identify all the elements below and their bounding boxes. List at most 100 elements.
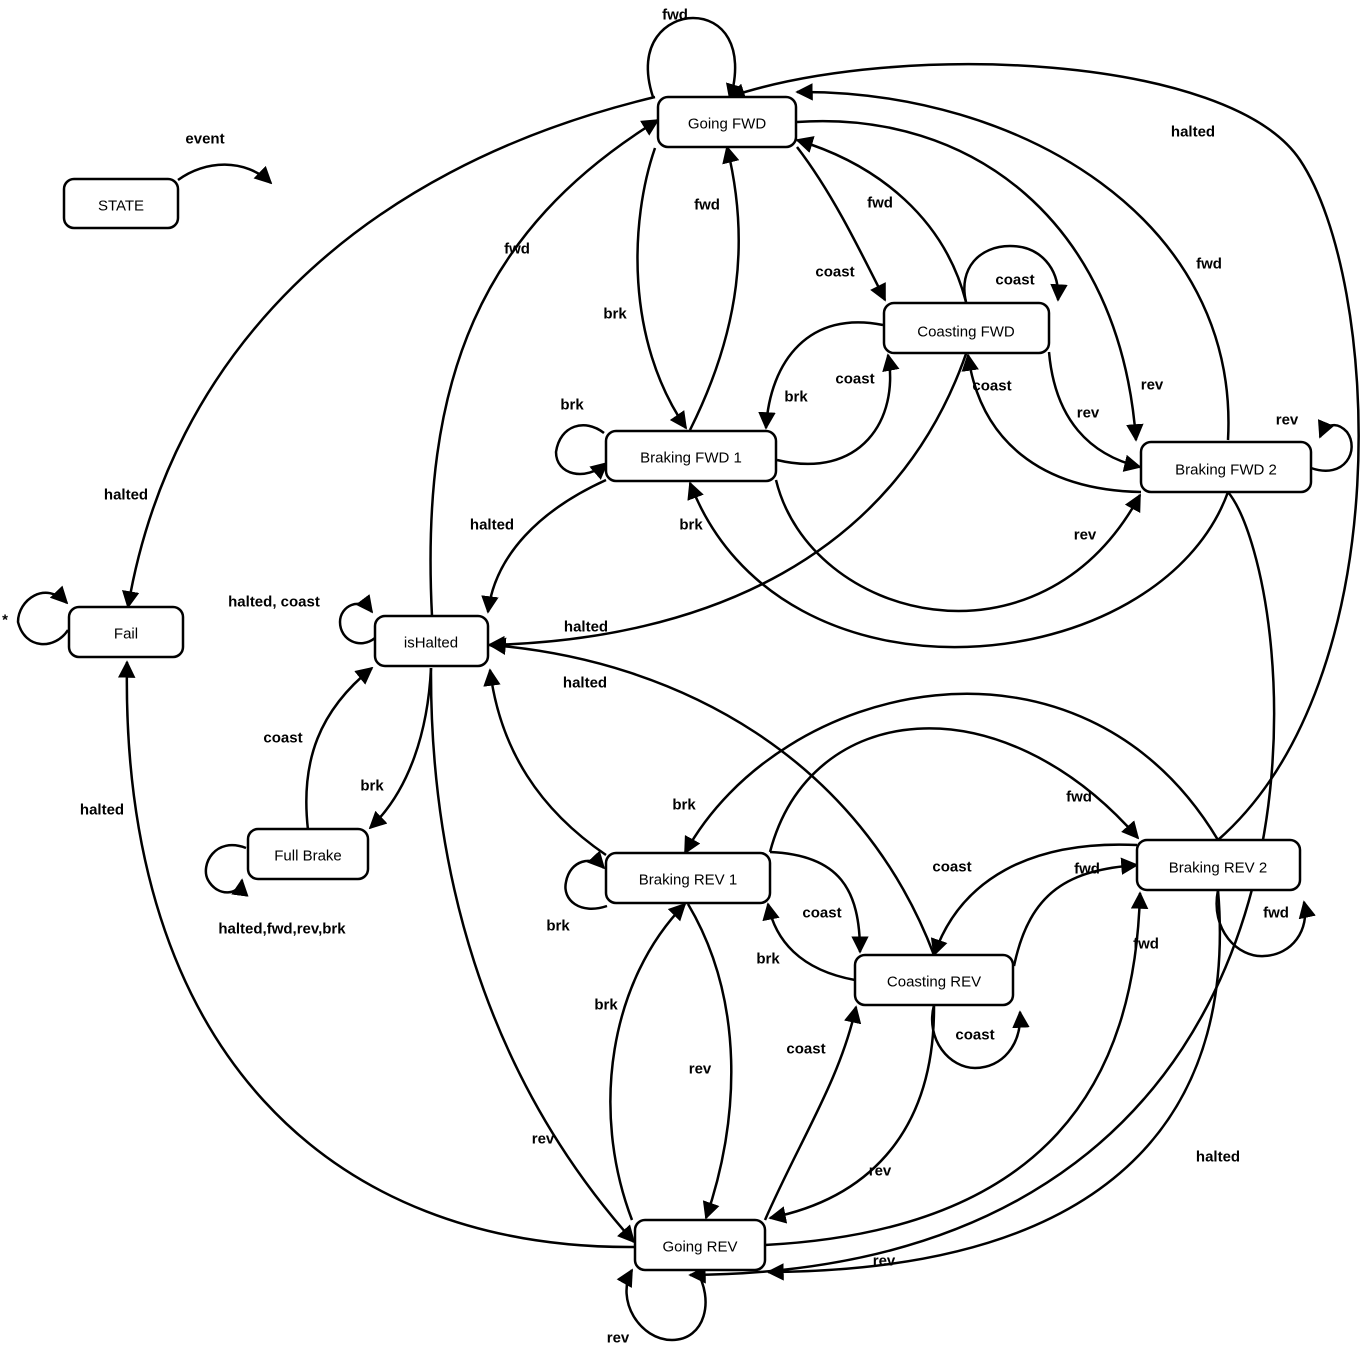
state-fail: Fail: [67, 605, 185, 659]
label-braking-rev1-self: brk: [546, 918, 570, 935]
state-coasting-fwd-label: Coasting FWD: [917, 324, 1015, 341]
legend-state-node: STATE: [62, 177, 180, 230]
edge-braking-fwd2-to-going-fwd: [795, 83, 1230, 441]
label-going-fwd-coast: coast: [815, 264, 854, 281]
label-braking-rev2-rev: rev: [873, 1253, 896, 1270]
edge-braking-rev1-to-braking-rev2: [768, 727, 1140, 853]
edge-coasting-rev-to-braking-rev1: [762, 902, 856, 982]
label-coasting-rev-rev: rev: [869, 1163, 892, 1180]
legend-event-label: event: [185, 131, 224, 148]
edge-braking-fwd1-to-ishalted: [481, 478, 607, 614]
state-braking-fwd-2: Braking FWD 2: [1139, 440, 1313, 494]
edge-going-rev-to-braking-rev2: [764, 891, 1149, 1247]
edge-ishalted-to-full-brake: [368, 667, 433, 830]
label-coasting-rev-halted: halted: [563, 675, 607, 692]
edge-going-rev-to-coasting-rev: [763, 1005, 862, 1221]
state-braking-rev-2-label: Braking REV 2: [1169, 860, 1267, 877]
label-coasting-fwd-brk: brk: [784, 389, 808, 406]
edge-coasting-fwd-to-ishalted: [487, 341, 972, 654]
edges: [16, 16, 1360, 1342]
state-coasting-rev: Coasting REV: [853, 953, 1015, 1007]
label-going-rev-coast: coast: [786, 1041, 825, 1058]
edge-braking-rev1-to-ishalted: [483, 668, 607, 857]
label-braking-fwd1-self: brk: [560, 397, 584, 414]
label-coasting-rev-fwd: fwd: [1074, 861, 1100, 878]
label-braking-rev1-rev: rev: [689, 1061, 712, 1078]
state-is-halted: isHalted: [373, 614, 490, 668]
state-fail-label: Fail: [114, 626, 138, 643]
edge-going-rev-to-braking-rev1: [609, 902, 687, 1221]
edge-full-brake-self: [204, 844, 249, 897]
edge-braking-rev2-to-braking-rev1: [683, 692, 1220, 855]
label-going-rev-fwd: fwd: [1133, 936, 1159, 953]
label-coasting-fwd-self: coast: [995, 272, 1034, 289]
state-braking-rev-1-label: Braking REV 1: [639, 872, 737, 889]
legend-state-label: STATE: [98, 198, 144, 215]
edge-ishalted-to-going-fwd: [429, 118, 660, 617]
legend-arrow: [177, 163, 273, 185]
edge-full-brake-to-ishalted: [305, 666, 374, 831]
label-fail-self: *: [2, 612, 8, 629]
label-going-fwd-halted: halted: [104, 487, 148, 504]
state-braking-fwd-1-label: Braking FWD 1: [640, 450, 742, 467]
label-going-fwd-brk: brk: [603, 306, 627, 323]
state-full-brake: Full Brake: [246, 827, 370, 881]
edge-braking-fwd1-to-coasting-fwd: [776, 353, 900, 466]
edge-going-fwd-to-braking-fwd1: [636, 147, 688, 430]
state-braking-fwd-1: Braking FWD 1: [604, 429, 778, 483]
edge-braking-fwd2-self-rev: [1310, 419, 1353, 472]
label-ishalted-fwd: fwd: [504, 241, 530, 258]
edge-going-fwd-to-braking-fwd2: [796, 119, 1144, 442]
edge-coasting-rev-to-braking-rev2: [1012, 857, 1139, 967]
label-braking-fwd2-coast: coast: [972, 378, 1011, 395]
edge-braking-fwd2-to-braking-fwd1: [687, 481, 1230, 649]
state-is-halted-label: isHalted: [404, 635, 458, 652]
label-braking-rev2-self: fwd: [1263, 905, 1289, 922]
edge-braking-rev1-to-going-rev: [686, 903, 733, 1220]
label-going-fwd-self: fwd: [662, 7, 688, 24]
edge-braking-fwd1-to-going-fwd: [688, 145, 740, 431]
edge-coasting-fwd-to-braking-fwd1: [758, 321, 884, 430]
label-braking-rev2-brk: brk: [672, 797, 696, 814]
label-braking-rev2-halted-upper: halted: [1171, 124, 1215, 141]
label-ishalted-brk: brk: [360, 778, 384, 795]
edge-coasting-rev-to-going-rev: [768, 1004, 936, 1224]
state-coasting-rev-label: Coasting REV: [887, 974, 981, 991]
state-full-brake-label: Full Brake: [274, 848, 342, 865]
label-going-fwd-rev: rev: [1141, 377, 1164, 394]
edge-going-fwd-to-coasting-fwd: [796, 146, 887, 302]
label-braking-fwd2-halted: halted: [1196, 1149, 1240, 1166]
label-braking-fwd1-fwd: fwd: [694, 197, 720, 214]
edge-ishalted-self-halted-coast: [338, 594, 376, 645]
label-braking-rev1-fwd: fwd: [1066, 789, 1092, 806]
edge-braking-fwd2-to-going-rev: [688, 491, 1276, 1284]
states: STATE Going FWD Coasting FWD Braking FWD…: [62, 95, 1313, 1272]
label-coasting-fwd-halted: halted: [564, 619, 608, 636]
label-going-rev-brk: brk: [594, 997, 618, 1014]
edge-braking-fwd1-to-braking-fwd2: [774, 479, 1142, 613]
edge-labels: event fwd halted fwd fwd fwd fwd coast c…: [2, 7, 1299, 1347]
state-braking-fwd-2-label: Braking FWD 2: [1175, 462, 1277, 479]
label-going-rev-self: rev: [607, 1330, 630, 1347]
edge-braking-fwd1-self-brk: [554, 424, 609, 480]
edge-braking-rev1-to-coasting-rev: [769, 850, 869, 954]
label-braking-fwd1-rev: rev: [1074, 527, 1097, 544]
label-coasting-fwd-fwd: fwd: [867, 195, 893, 212]
edge-coasting-fwd-to-braking-fwd2: [1047, 351, 1142, 472]
label-coasting-fwd-rev: rev: [1077, 405, 1100, 422]
state-braking-rev-2: Braking REV 2: [1135, 838, 1302, 892]
edge-going-fwd-self-fwd: [646, 16, 743, 102]
label-braking-rev2-coast: coast: [932, 859, 971, 876]
label-full-brake-self: halted,fwd,rev,brk: [218, 921, 346, 938]
state-going-rev: Going REV: [633, 1218, 767, 1272]
edge-going-fwd-to-fail: [122, 95, 656, 609]
label-going-rev-halted: halted: [80, 802, 124, 819]
label-braking-fwd2-brk: brk: [679, 517, 703, 534]
edge-going-rev-to-fail: [117, 660, 637, 1249]
state-braking-rev-1: Braking REV 1: [604, 851, 772, 905]
state-going-fwd-label: Going FWD: [688, 116, 767, 133]
label-braking-fwd1-coast: coast: [835, 371, 874, 388]
edge-braking-rev2-to-going-rev: [766, 889, 1222, 1281]
state-going-fwd: Going FWD: [656, 95, 798, 149]
